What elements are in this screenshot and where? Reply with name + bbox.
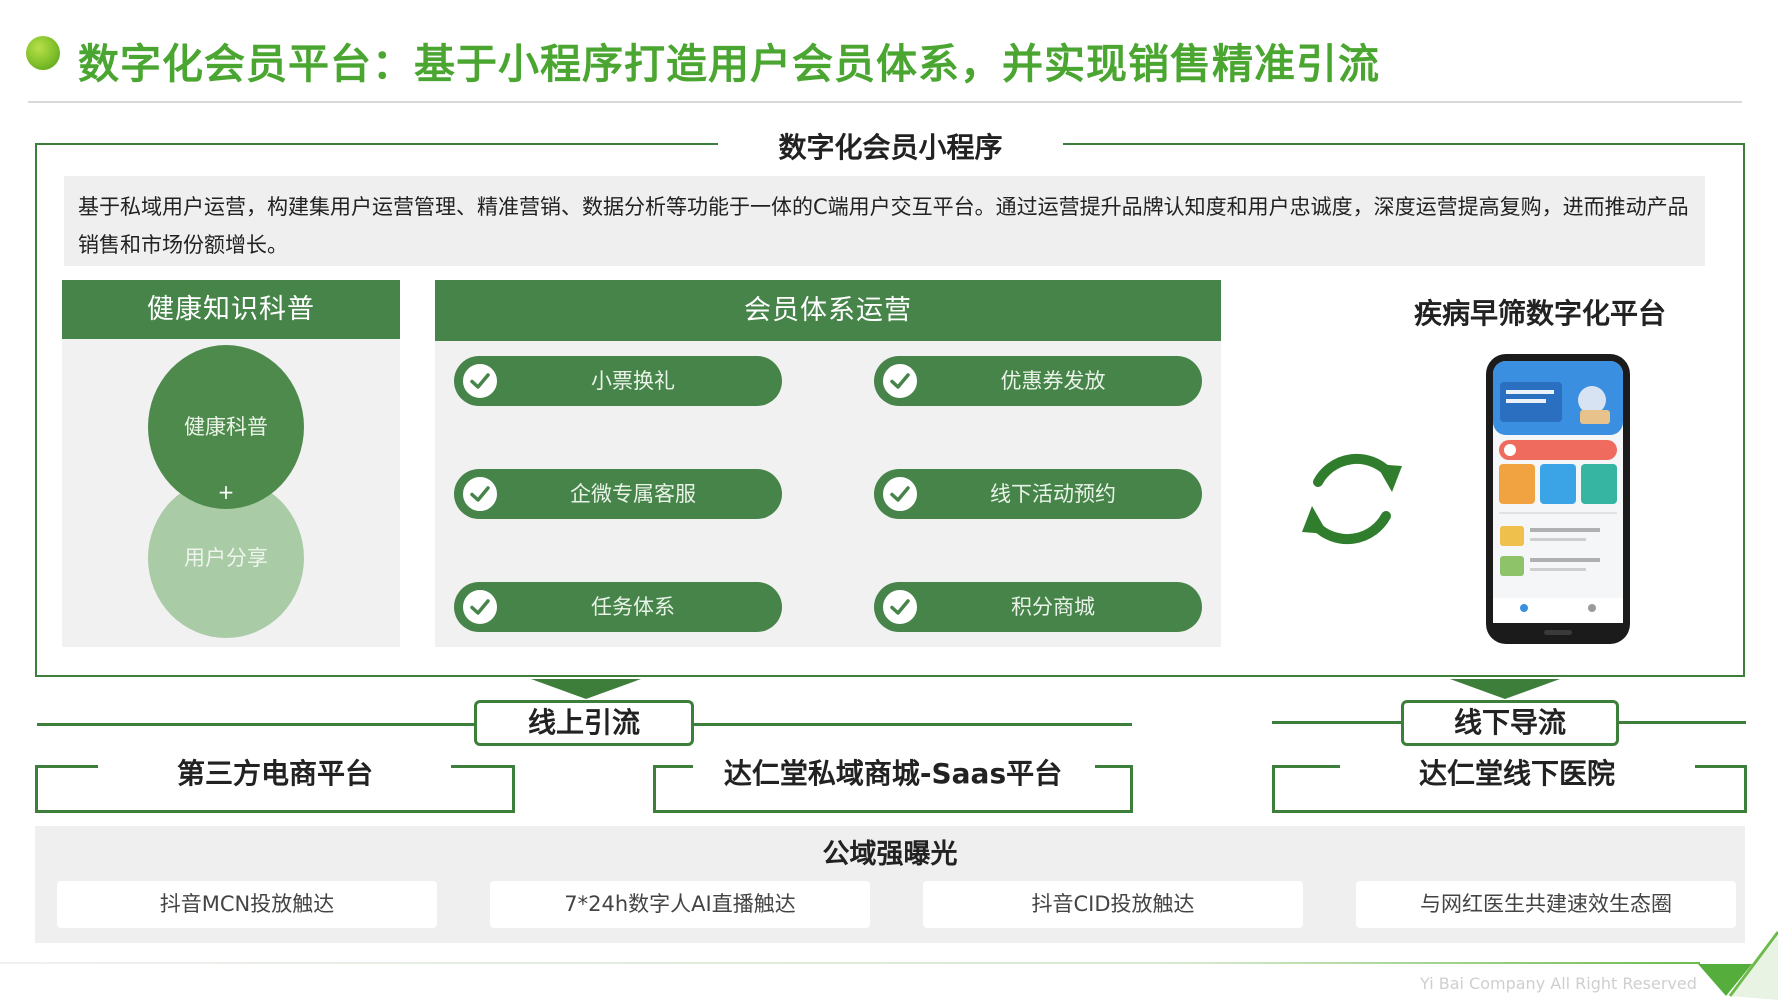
check-icon: [880, 587, 920, 627]
cycle-arrows-icon: [1296, 436, 1408, 562]
bracket-cap: [451, 765, 515, 768]
membership-item-label: 线下活动预约: [990, 482, 1116, 506]
public-domain-item: 抖音CID投放触达: [923, 881, 1303, 928]
public-domain-item: 7*24h数字人AI直播触达: [490, 881, 870, 928]
public-domain-item: 抖音MCN投放触达: [57, 881, 437, 928]
screening-platform-title: 疾病早筛数字化平台: [1413, 297, 1666, 330]
public-domain-item: 与网红医生共建速效生态圈: [1356, 881, 1736, 928]
health-science-circle: 健康科普: [148, 345, 304, 509]
private-mall-bracket: [653, 765, 1133, 813]
membership-item-label: 小票换礼: [591, 369, 675, 393]
check-icon: [880, 361, 920, 401]
offline-hospital-bracket: [1272, 765, 1747, 813]
title-bullet-icon: [26, 36, 60, 70]
bracket-cap: [1095, 765, 1133, 768]
health-panel-title: 健康知识科普: [62, 280, 400, 339]
page-title: 数字化会员平台：基于小程序打造用户会员体系，并实现销售精准引流: [78, 40, 1380, 88]
membership-item: 线下活动预约: [874, 469, 1202, 519]
bracket-cap: [1695, 765, 1747, 768]
membership-item: 企微专属客服: [454, 469, 782, 519]
check-icon: [880, 474, 920, 514]
third-party-channel: 第三方电商平台: [176, 757, 373, 790]
footer-divider: [0, 962, 1700, 964]
membership-panel-title: 会员体系运营: [435, 280, 1221, 341]
membership-item: 小票换礼: [454, 356, 782, 406]
membership-item-label: 任务体系: [591, 595, 675, 619]
bracket-cap: [35, 765, 98, 768]
private-mall-channel: 达仁堂私域商城-Saas平台: [723, 757, 1063, 790]
phone-mockup-image: [1484, 352, 1632, 646]
bracket-cap: [1272, 765, 1340, 768]
online-flow-arrow-icon: [531, 679, 641, 699]
membership-item-label: 积分商城: [1011, 595, 1095, 619]
membership-item-label: 优惠券发放: [1000, 369, 1106, 393]
membership-item-label: 企微专属客服: [570, 482, 696, 506]
public-domain-title: 公域强曝光: [822, 839, 958, 870]
offline-hospital-channel: 达仁堂线下医院: [1418, 757, 1615, 790]
header-divider: [28, 101, 1742, 103]
offline-traffic-label: 线下导流: [1401, 700, 1619, 746]
check-icon: [460, 474, 500, 514]
check-icon: [460, 587, 500, 627]
membership-item: 任务体系: [454, 582, 782, 632]
offline-flow-arrow-icon: [1450, 679, 1560, 699]
bracket-cap: [653, 765, 693, 768]
corner-triangle-logo-icon: [1690, 922, 1778, 1000]
membership-item: 优惠券发放: [874, 356, 1202, 406]
membership-item: 积分商城: [874, 582, 1202, 632]
mini-program-intro: 基于私域用户运营，构建集用户运营管理、精准营销、数据分析等功能于一体的C端用户交…: [64, 176, 1705, 266]
frame-title-mask: [718, 124, 1063, 164]
footer-copyright: Yi Bai Company All Right Reserved: [1420, 974, 1697, 993]
online-traffic-label: 线上引流: [474, 700, 694, 746]
plus-sign: +: [217, 480, 235, 504]
mini-program-title: 数字化会员小程序: [778, 131, 1003, 164]
third-party-bracket: [35, 765, 515, 813]
check-icon: [460, 361, 500, 401]
